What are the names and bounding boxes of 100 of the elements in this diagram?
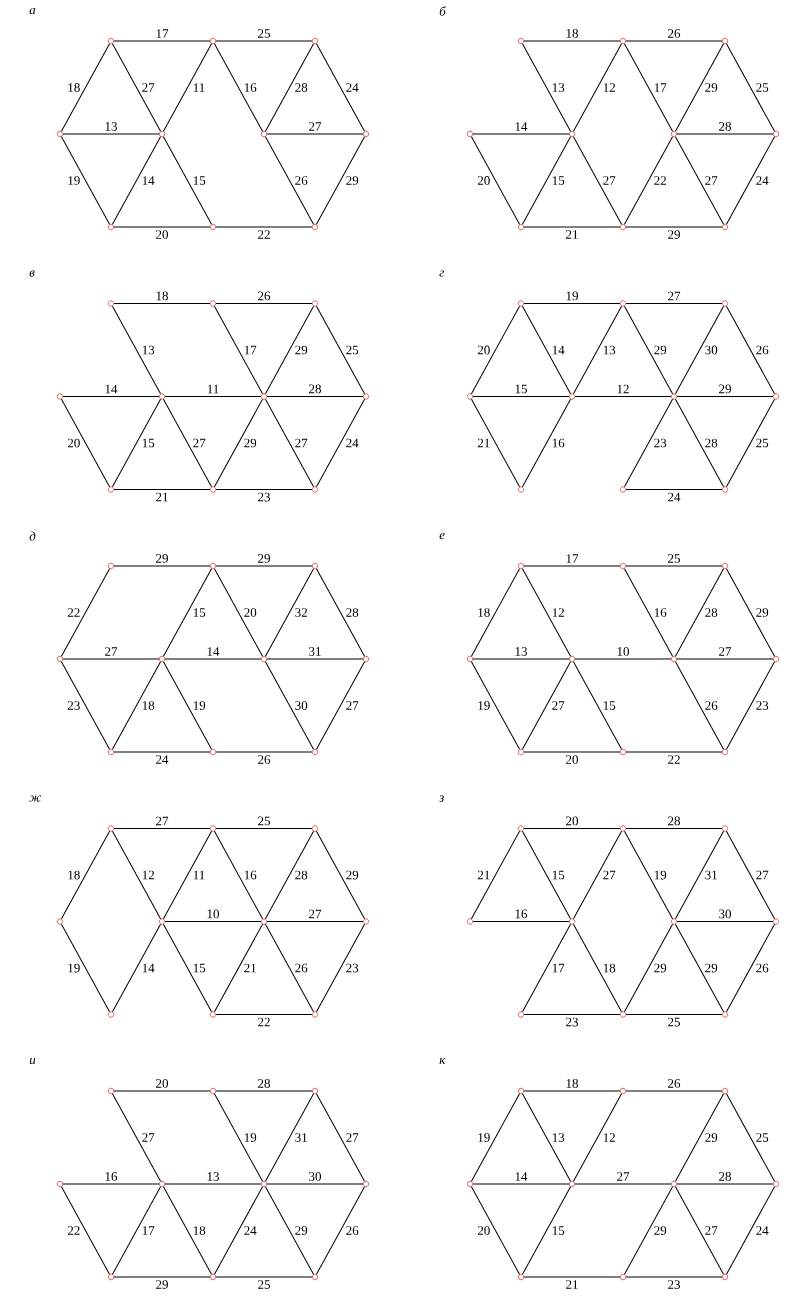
edge-label: 24 xyxy=(754,1225,770,1236)
edge-label: 28 xyxy=(307,383,323,395)
edge-line xyxy=(213,43,264,132)
edge-line xyxy=(264,661,315,750)
edge-line xyxy=(625,226,723,228)
edge-label: 12 xyxy=(140,869,156,881)
edge-line xyxy=(521,136,572,225)
edge-label: 26 xyxy=(703,700,719,711)
edge-line xyxy=(111,923,162,1013)
edge-label: 25 xyxy=(754,82,770,93)
edge-line xyxy=(523,1014,621,1015)
edge-line xyxy=(676,921,774,922)
edge-line xyxy=(472,658,570,660)
panel-letter: з xyxy=(439,795,444,802)
edge-line xyxy=(162,1186,213,1275)
edge-label: 24 xyxy=(754,175,770,186)
edge-line xyxy=(674,305,725,395)
edge-line xyxy=(264,398,315,488)
edge-line xyxy=(470,568,521,657)
edge-label: 32 xyxy=(293,607,309,618)
edge-line xyxy=(470,398,521,488)
edge-label: 25 xyxy=(754,437,770,449)
edge-line xyxy=(470,1186,521,1275)
edge-line xyxy=(625,489,723,490)
edge-line xyxy=(215,40,313,42)
edge-label: 17 xyxy=(242,344,258,356)
edge-label: 27 xyxy=(601,175,617,186)
edge-line xyxy=(625,303,723,304)
edge-label: 27 xyxy=(191,437,207,449)
edge-label: 18 xyxy=(476,607,492,618)
edge-line xyxy=(523,751,621,753)
edge-label: 28 xyxy=(717,121,733,132)
edge-label: 23 xyxy=(66,700,82,711)
edge-label: 21 xyxy=(242,962,258,974)
edge-label: 18 xyxy=(564,28,580,39)
edge-label: 28 xyxy=(717,1171,733,1182)
edge-label: 19 xyxy=(242,1132,258,1143)
edge-line xyxy=(521,830,572,920)
edge-label: 27 xyxy=(615,1171,631,1182)
edge-label: 20 xyxy=(564,754,580,765)
edge-line xyxy=(521,398,572,488)
edge-label: 25 xyxy=(256,28,272,39)
edge-label: 30 xyxy=(717,908,733,920)
edge-label: 27 xyxy=(703,1225,719,1236)
edge-line xyxy=(625,1090,723,1092)
edge-label: 31 xyxy=(293,1132,309,1143)
edge-label: 24 xyxy=(344,82,360,93)
edge-line xyxy=(264,1186,315,1275)
edge-line xyxy=(523,40,621,42)
edge-label: 23 xyxy=(754,700,770,711)
edge-line xyxy=(213,398,264,488)
edge-line xyxy=(523,303,621,304)
edge-line xyxy=(215,1276,313,1278)
edge-label: 11 xyxy=(191,82,207,93)
edge-line xyxy=(674,1186,725,1275)
edge-label: 30 xyxy=(703,344,719,356)
edge-line xyxy=(725,136,776,225)
edge-line xyxy=(213,1093,264,1182)
edge-line xyxy=(725,830,776,920)
edge-label: 29 xyxy=(666,229,682,240)
edge-label: 13 xyxy=(550,82,566,93)
edge-label: 12 xyxy=(550,607,566,618)
edge-line xyxy=(674,661,725,750)
edge-label: 28 xyxy=(293,869,309,881)
edge-label: 18 xyxy=(66,82,82,93)
edge-label: 25 xyxy=(754,1132,770,1143)
edge-label: 21 xyxy=(154,491,170,503)
edge-line xyxy=(674,923,725,1013)
edge-label: 30 xyxy=(293,700,309,711)
edge-line xyxy=(62,658,160,660)
edge-line xyxy=(113,828,211,829)
edge-line xyxy=(623,923,674,1013)
edge-line xyxy=(164,396,262,397)
edge-line xyxy=(470,661,521,750)
edge-line xyxy=(162,661,213,750)
edge-line xyxy=(215,489,313,490)
edge-label: 30 xyxy=(307,1171,323,1182)
edge-label: 27 xyxy=(154,815,170,827)
edge-label: 13 xyxy=(103,121,119,132)
edge-label: 25 xyxy=(666,553,682,564)
edge-label: 14 xyxy=(205,646,221,657)
edge-label: 25 xyxy=(666,1016,682,1028)
edge-label: 16 xyxy=(242,82,258,93)
edge-line xyxy=(60,923,111,1013)
edge-line xyxy=(725,923,776,1013)
edge-label: 31 xyxy=(703,869,719,881)
edge-line xyxy=(523,565,621,567)
edge-line xyxy=(625,40,723,42)
edge-line xyxy=(572,136,623,225)
edge-label: 14 xyxy=(140,962,156,974)
edge-line xyxy=(315,136,366,225)
edge-line xyxy=(215,565,313,567)
edge-line xyxy=(162,568,213,657)
edge-line xyxy=(470,305,521,395)
edge-label: 29 xyxy=(242,437,258,449)
edge-label: 27 xyxy=(717,646,733,657)
edge-line xyxy=(315,398,366,488)
edge-line xyxy=(60,136,111,225)
edge-label: 26 xyxy=(293,175,309,186)
edge-label: 16 xyxy=(652,607,668,618)
